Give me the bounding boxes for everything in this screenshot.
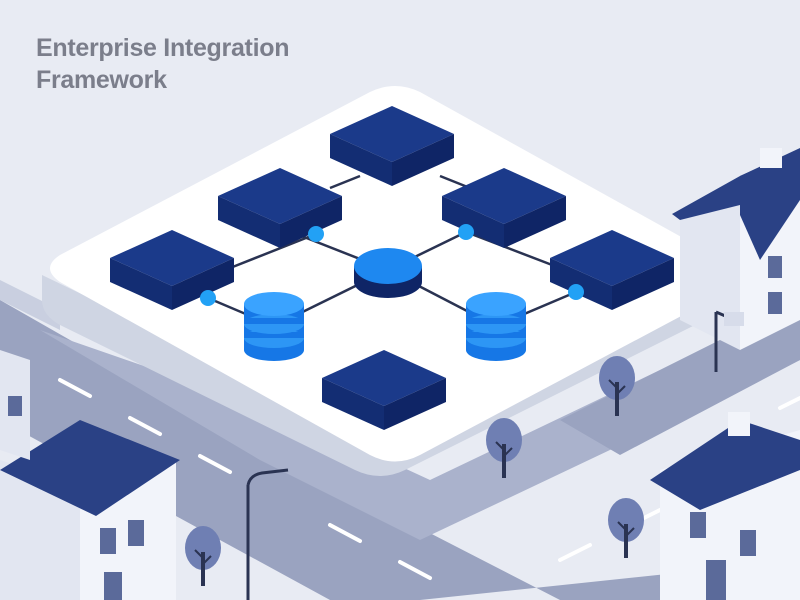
connector-dot (458, 224, 474, 240)
integration-hub-icon (354, 248, 422, 298)
road-main (0, 300, 800, 600)
house-icon (672, 148, 800, 350)
tree-icon (607, 497, 645, 559)
database-icon (466, 292, 526, 361)
illustration-title: Enterprise Integration Framework (36, 32, 289, 96)
connector-dots (200, 224, 584, 306)
streetlight-icon (714, 310, 744, 372)
connector-dot (200, 290, 216, 306)
tree-icon (184, 525, 222, 587)
database-icon (244, 292, 304, 361)
house-icon (650, 412, 800, 600)
house-icon (0, 420, 180, 600)
title-line-1: Enterprise Integration (36, 34, 290, 62)
streetlight-icon (246, 468, 289, 600)
title-line-2: Framework (36, 66, 167, 94)
connector-dot (308, 226, 324, 242)
house-icon (0, 350, 30, 460)
sidewalk-left (0, 280, 60, 330)
connector-dot (568, 284, 584, 300)
